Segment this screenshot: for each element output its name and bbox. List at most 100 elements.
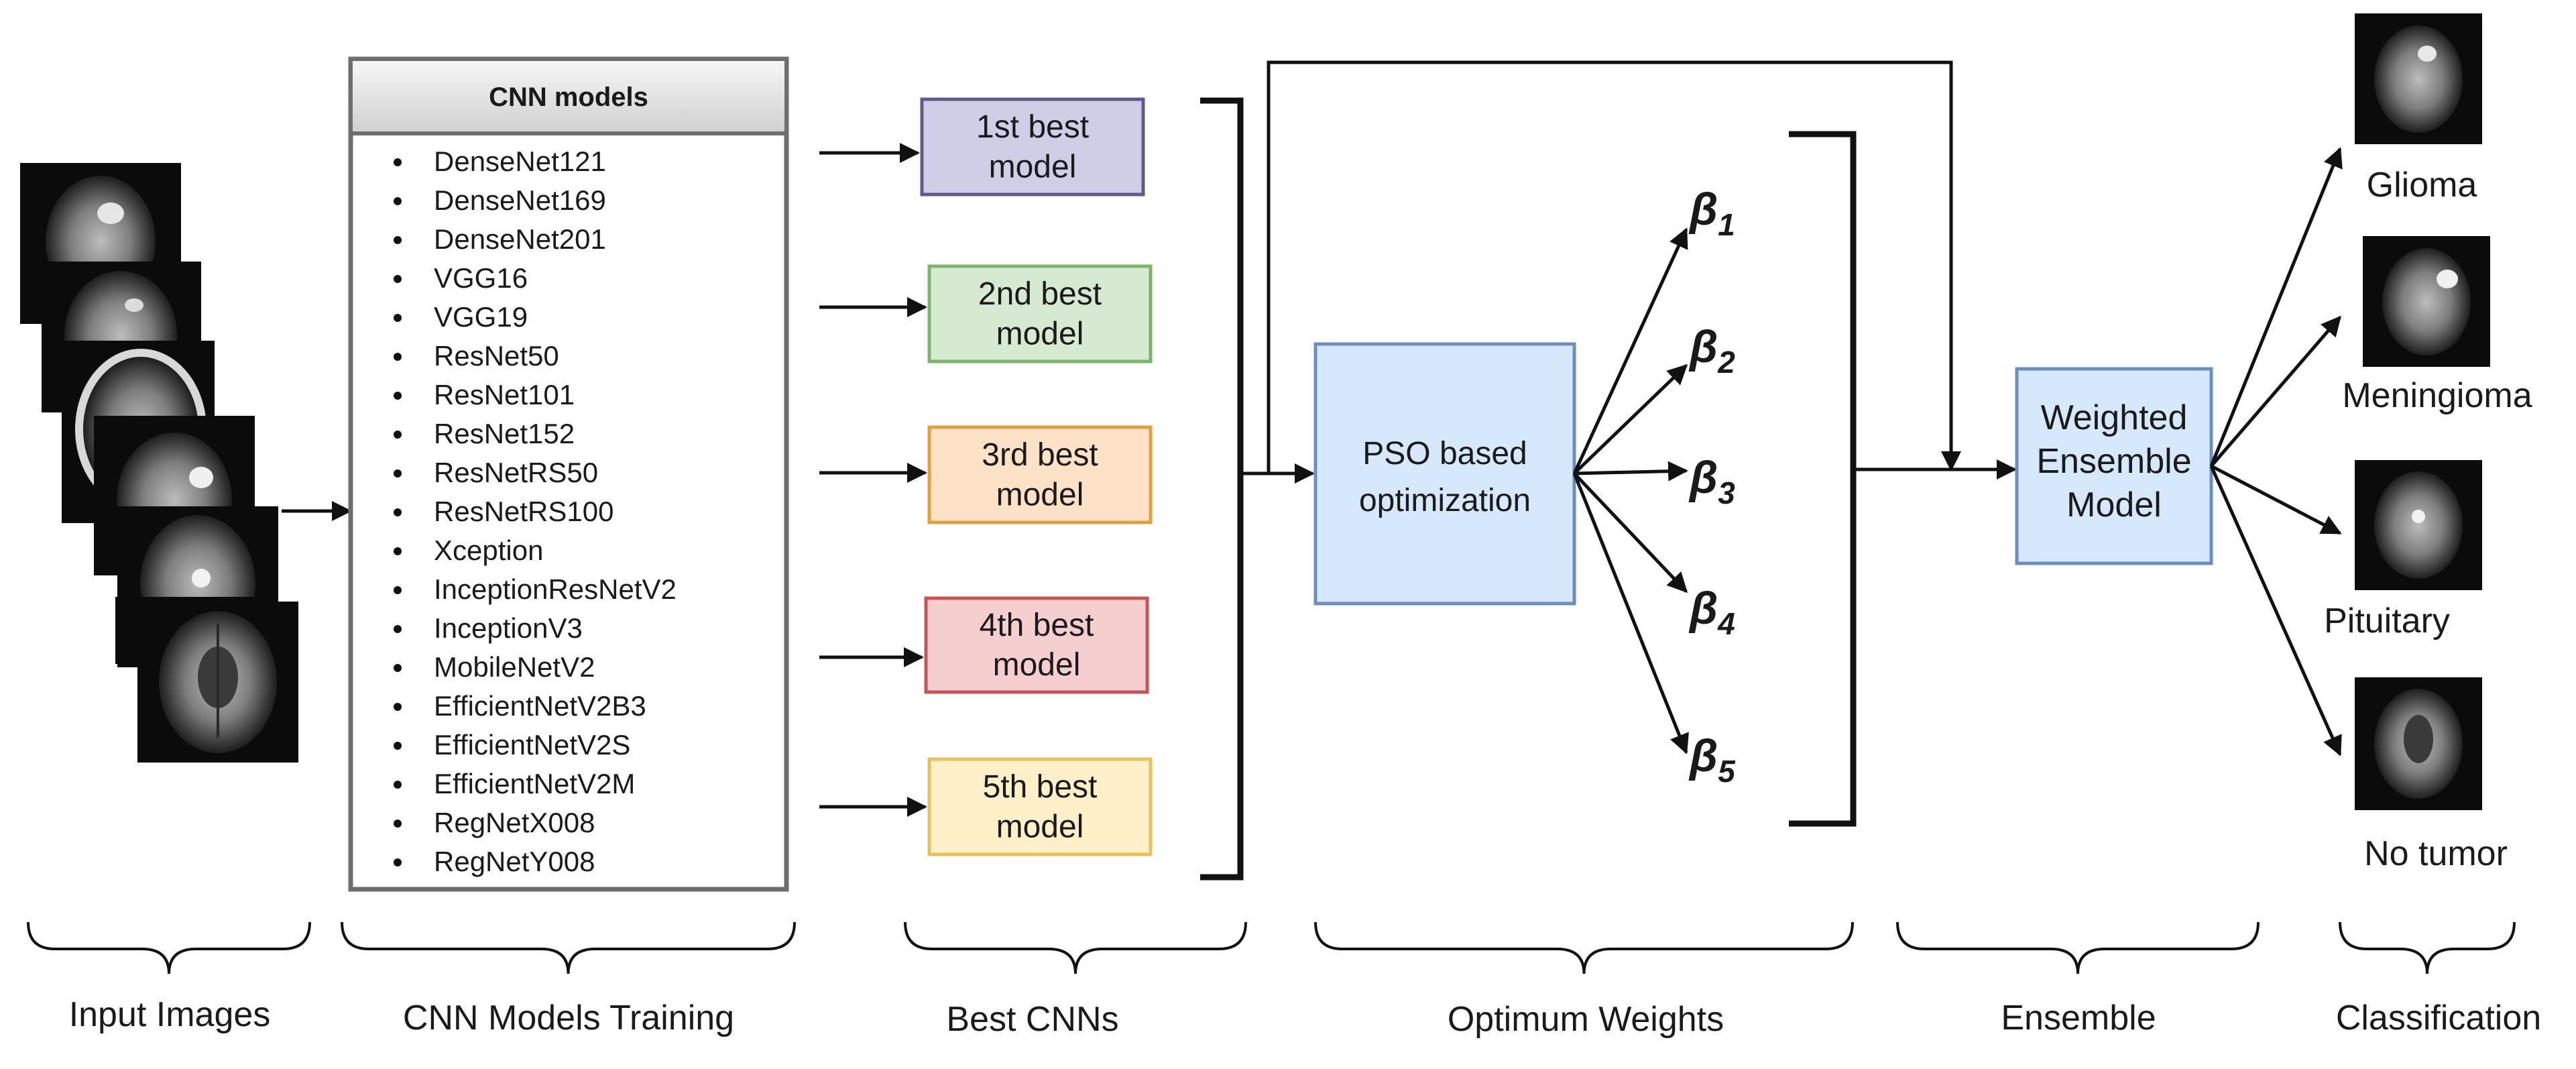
- class-thumbnails: Glioma Meningioma Pituitary No tumor: [2324, 13, 2532, 873]
- bullet-dot: [394, 197, 402, 205]
- no-tumor-scan: [2355, 677, 2482, 810]
- best-model-box: [920, 97, 1145, 196]
- bullet-dot: [394, 158, 402, 166]
- best-model-label-line1: 2nd best: [978, 276, 1102, 312]
- cnn-model-list: DenseNet121DenseNet169DenseNet201VGG16VG…: [394, 146, 677, 877]
- cnn-panel-header: CNN models: [489, 82, 648, 112]
- best-model-label-line2: model: [996, 316, 1084, 351]
- cnn-model-name: InceptionResNetV2: [434, 573, 677, 605]
- cnn-model-name: ResNet152: [434, 418, 575, 449]
- cnn-model-name: ResNet50: [434, 340, 559, 372]
- beta-5: β5: [1688, 730, 1736, 789]
- meningioma-scan: [2363, 236, 2490, 367]
- cnn-model-name: Xception: [434, 534, 543, 566]
- weights-bracket: [1789, 131, 1857, 827]
- beta-symbol: β: [1688, 583, 1718, 634]
- cnn-model-name: EfficientNetV2B3: [434, 690, 646, 722]
- class-label-pituitary: Pituitary: [2324, 602, 2450, 640]
- ensemble-label-line1: Weighted: [2041, 398, 2188, 437]
- pso-block: PSO based optimization: [1313, 342, 1576, 606]
- bullet-dot: [394, 431, 402, 439]
- stage-brace: [904, 921, 1247, 974]
- stage-brace: [2339, 921, 2516, 974]
- pituitary-scan: [2355, 460, 2482, 590]
- bullet-dot: [394, 236, 402, 244]
- cnn-model-item: InceptionV3: [394, 612, 583, 644]
- stage-brace: [1314, 921, 1854, 974]
- beta-symbol: β: [1688, 184, 1718, 235]
- stage-label-weights: Optimum Weights: [1448, 1000, 1724, 1039]
- beta-subscript: 1: [1718, 207, 1735, 242]
- bullet-dot: [394, 586, 402, 594]
- bullet-dot: [394, 392, 402, 400]
- arrow-to-beta: [1574, 461, 1688, 482]
- cnn-model-item: EfficientNetV2S: [394, 729, 630, 761]
- cnn-to-best-arrows: [819, 143, 927, 817]
- cnn-model-name: VGG19: [434, 301, 528, 333]
- cnn-model-item: ResNetRS50: [394, 457, 598, 488]
- bullet-dot: [394, 469, 402, 477]
- stage-braces: [27, 921, 2516, 974]
- cnn-model-item: RegNetY008: [394, 846, 595, 877]
- best-model-box: [927, 264, 1153, 363]
- cnn-model-item: ResNet101: [394, 379, 575, 410]
- best-model-box: [927, 425, 1153, 524]
- cnn-model-name: RegNetX008: [434, 807, 595, 838]
- best-model-label-line1: 5th best: [983, 769, 1098, 805]
- beta-1: β1: [1688, 184, 1735, 242]
- best-model-5: 5th best model: [927, 757, 1153, 856]
- best-model-2: 2nd best model: [927, 264, 1153, 363]
- stage-label-input: Input Images: [69, 995, 271, 1034]
- arrow-to-beta: [1573, 472, 1688, 594]
- class-label-meningioma: Meningioma: [2342, 376, 2532, 415]
- cnn-model-name: DenseNet169: [434, 184, 606, 216]
- class-label-glioma: Glioma: [2367, 166, 2477, 205]
- stage-label-classification: Classification: [2336, 999, 2541, 1037]
- bullet-dot: [394, 858, 402, 866]
- cnn-model-item: ResNet50: [394, 340, 559, 372]
- bullet-dot: [394, 353, 402, 361]
- bullet-dot: [394, 781, 402, 789]
- cnn-model-item: ResNet152: [394, 418, 575, 449]
- ensemble-label-line2: Ensemble: [2036, 442, 2191, 481]
- beta-subscript: 3: [1718, 475, 1735, 510]
- cnn-model-name: DenseNet121: [434, 146, 606, 177]
- pso-box: [1313, 342, 1576, 606]
- best-model-label-line1: 3rd best: [982, 437, 1098, 473]
- beta-symbol: β: [1688, 730, 1718, 781]
- bullet-dot: [394, 625, 402, 633]
- bullet-dot: [394, 508, 402, 516]
- cnn-model-item: EfficientNetV2M: [394, 768, 635, 799]
- beta-subscript: 2: [1717, 345, 1735, 380]
- cnn-model-name: ResNetRS100: [434, 496, 613, 527]
- best-model-label-line2: model: [996, 809, 1084, 844]
- input-image-stack: [20, 163, 298, 763]
- bullet-dot: [394, 275, 402, 283]
- best-model-label-line2: model: [989, 149, 1077, 184]
- cnn-model-name: EfficientNetV2M: [434, 768, 635, 799]
- cnn-model-name: InceptionV3: [434, 612, 583, 644]
- class-label-no-tumor: No tumor: [2364, 834, 2508, 873]
- cnn-model-item: VGG19: [394, 301, 528, 333]
- arrow-to-beta: [1572, 227, 1688, 475]
- best-models-bracket: [1200, 97, 1244, 881]
- cnn-model-item: InceptionResNetV2: [394, 573, 677, 605]
- cnn-model-item: RegNetX008: [394, 807, 595, 838]
- bullet-dot: [394, 742, 402, 750]
- cnn-model-item: EfficientNetV2B3: [394, 690, 646, 722]
- bullet-dot: [394, 314, 402, 322]
- cnn-model-name: VGG16: [434, 262, 528, 294]
- cnn-model-name: RegNetY008: [434, 846, 595, 877]
- cnn-model-name: ResNetRS50: [434, 457, 598, 488]
- pso-label-line1: PSO based: [1362, 436, 1527, 471]
- cnn-model-item: DenseNet169: [394, 184, 606, 216]
- stage-brace: [341, 921, 796, 974]
- cnn-model-item: VGG16: [394, 262, 528, 294]
- best-model-box: [924, 596, 1149, 694]
- beta-3: β3: [1688, 452, 1735, 510]
- mri-scan-7: [137, 602, 298, 763]
